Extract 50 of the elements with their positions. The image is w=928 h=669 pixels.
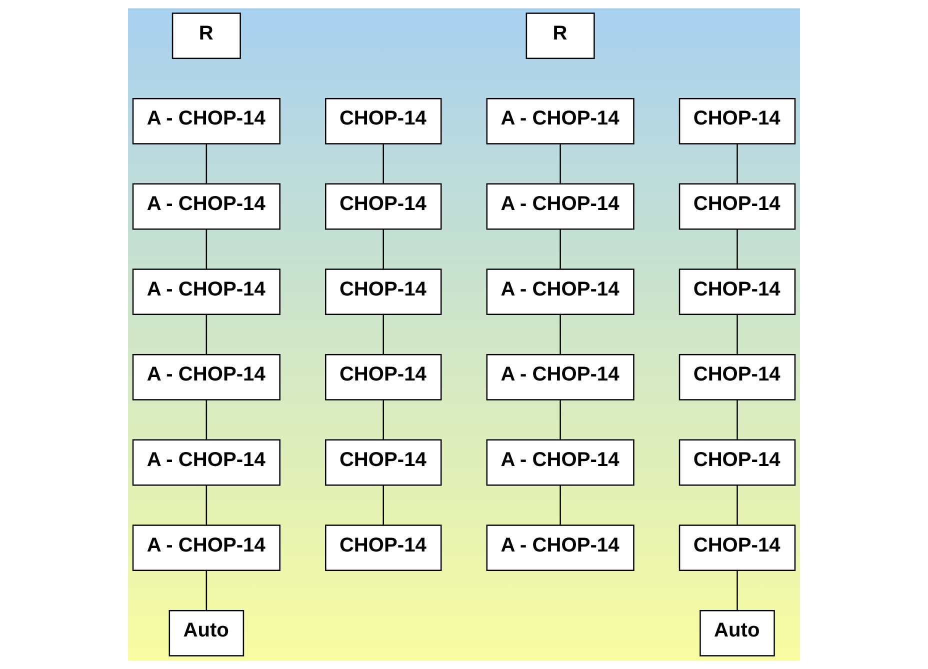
connector — [736, 486, 738, 525]
node-box: CHOP-14 — [678, 268, 796, 316]
node-box: CHOP-14 — [325, 98, 442, 144]
node-box: R — [172, 12, 241, 60]
node-box: A - CHOP-14 — [486, 354, 634, 400]
node-box: CHOP-14 — [678, 354, 796, 400]
node-box: A - CHOP-14 — [486, 98, 634, 144]
node-box: CHOP-14 — [678, 439, 796, 486]
connector — [736, 144, 738, 184]
connector — [382, 144, 384, 184]
node-box: A - CHOP-14 — [132, 524, 280, 572]
connector — [560, 144, 561, 184]
node-box: Auto — [168, 610, 244, 656]
node-box: CHOP-14 — [325, 354, 442, 400]
connector — [382, 230, 384, 269]
node-box: R — [526, 12, 595, 60]
connector — [560, 486, 561, 525]
connector — [382, 486, 384, 525]
connector — [736, 570, 738, 610]
connector — [206, 144, 208, 184]
connector — [206, 230, 208, 269]
node-box: CHOP-14 — [678, 183, 796, 230]
connector — [736, 314, 738, 354]
connector — [382, 314, 384, 354]
node-box: A - CHOP-14 — [132, 354, 280, 400]
connector — [206, 570, 208, 610]
connector — [382, 400, 384, 440]
node-box: Auto — [700, 610, 775, 656]
node-box: A - CHOP-14 — [486, 524, 634, 572]
connector — [206, 314, 208, 354]
connector — [560, 314, 561, 354]
connector — [560, 400, 561, 440]
connector — [560, 230, 561, 269]
node-box: CHOP-14 — [325, 183, 442, 230]
connector — [206, 486, 208, 525]
node-box: A - CHOP-14 — [486, 183, 634, 230]
connector — [206, 400, 208, 440]
connector — [736, 400, 738, 440]
node-box: CHOP-14 — [325, 524, 442, 572]
node-box: A - CHOP-14 — [486, 268, 634, 316]
node-box: CHOP-14 — [678, 98, 796, 144]
node-box: CHOP-14 — [325, 268, 442, 316]
node-box: A - CHOP-14 — [486, 439, 634, 486]
node-box: A - CHOP-14 — [132, 183, 280, 230]
node-box: A - CHOP-14 — [132, 439, 280, 486]
node-box: A - CHOP-14 — [132, 268, 280, 316]
node-box: A - CHOP-14 — [132, 98, 280, 144]
node-box: CHOP-14 — [325, 439, 442, 486]
node-box: CHOP-14 — [678, 524, 796, 572]
connector — [736, 230, 738, 269]
